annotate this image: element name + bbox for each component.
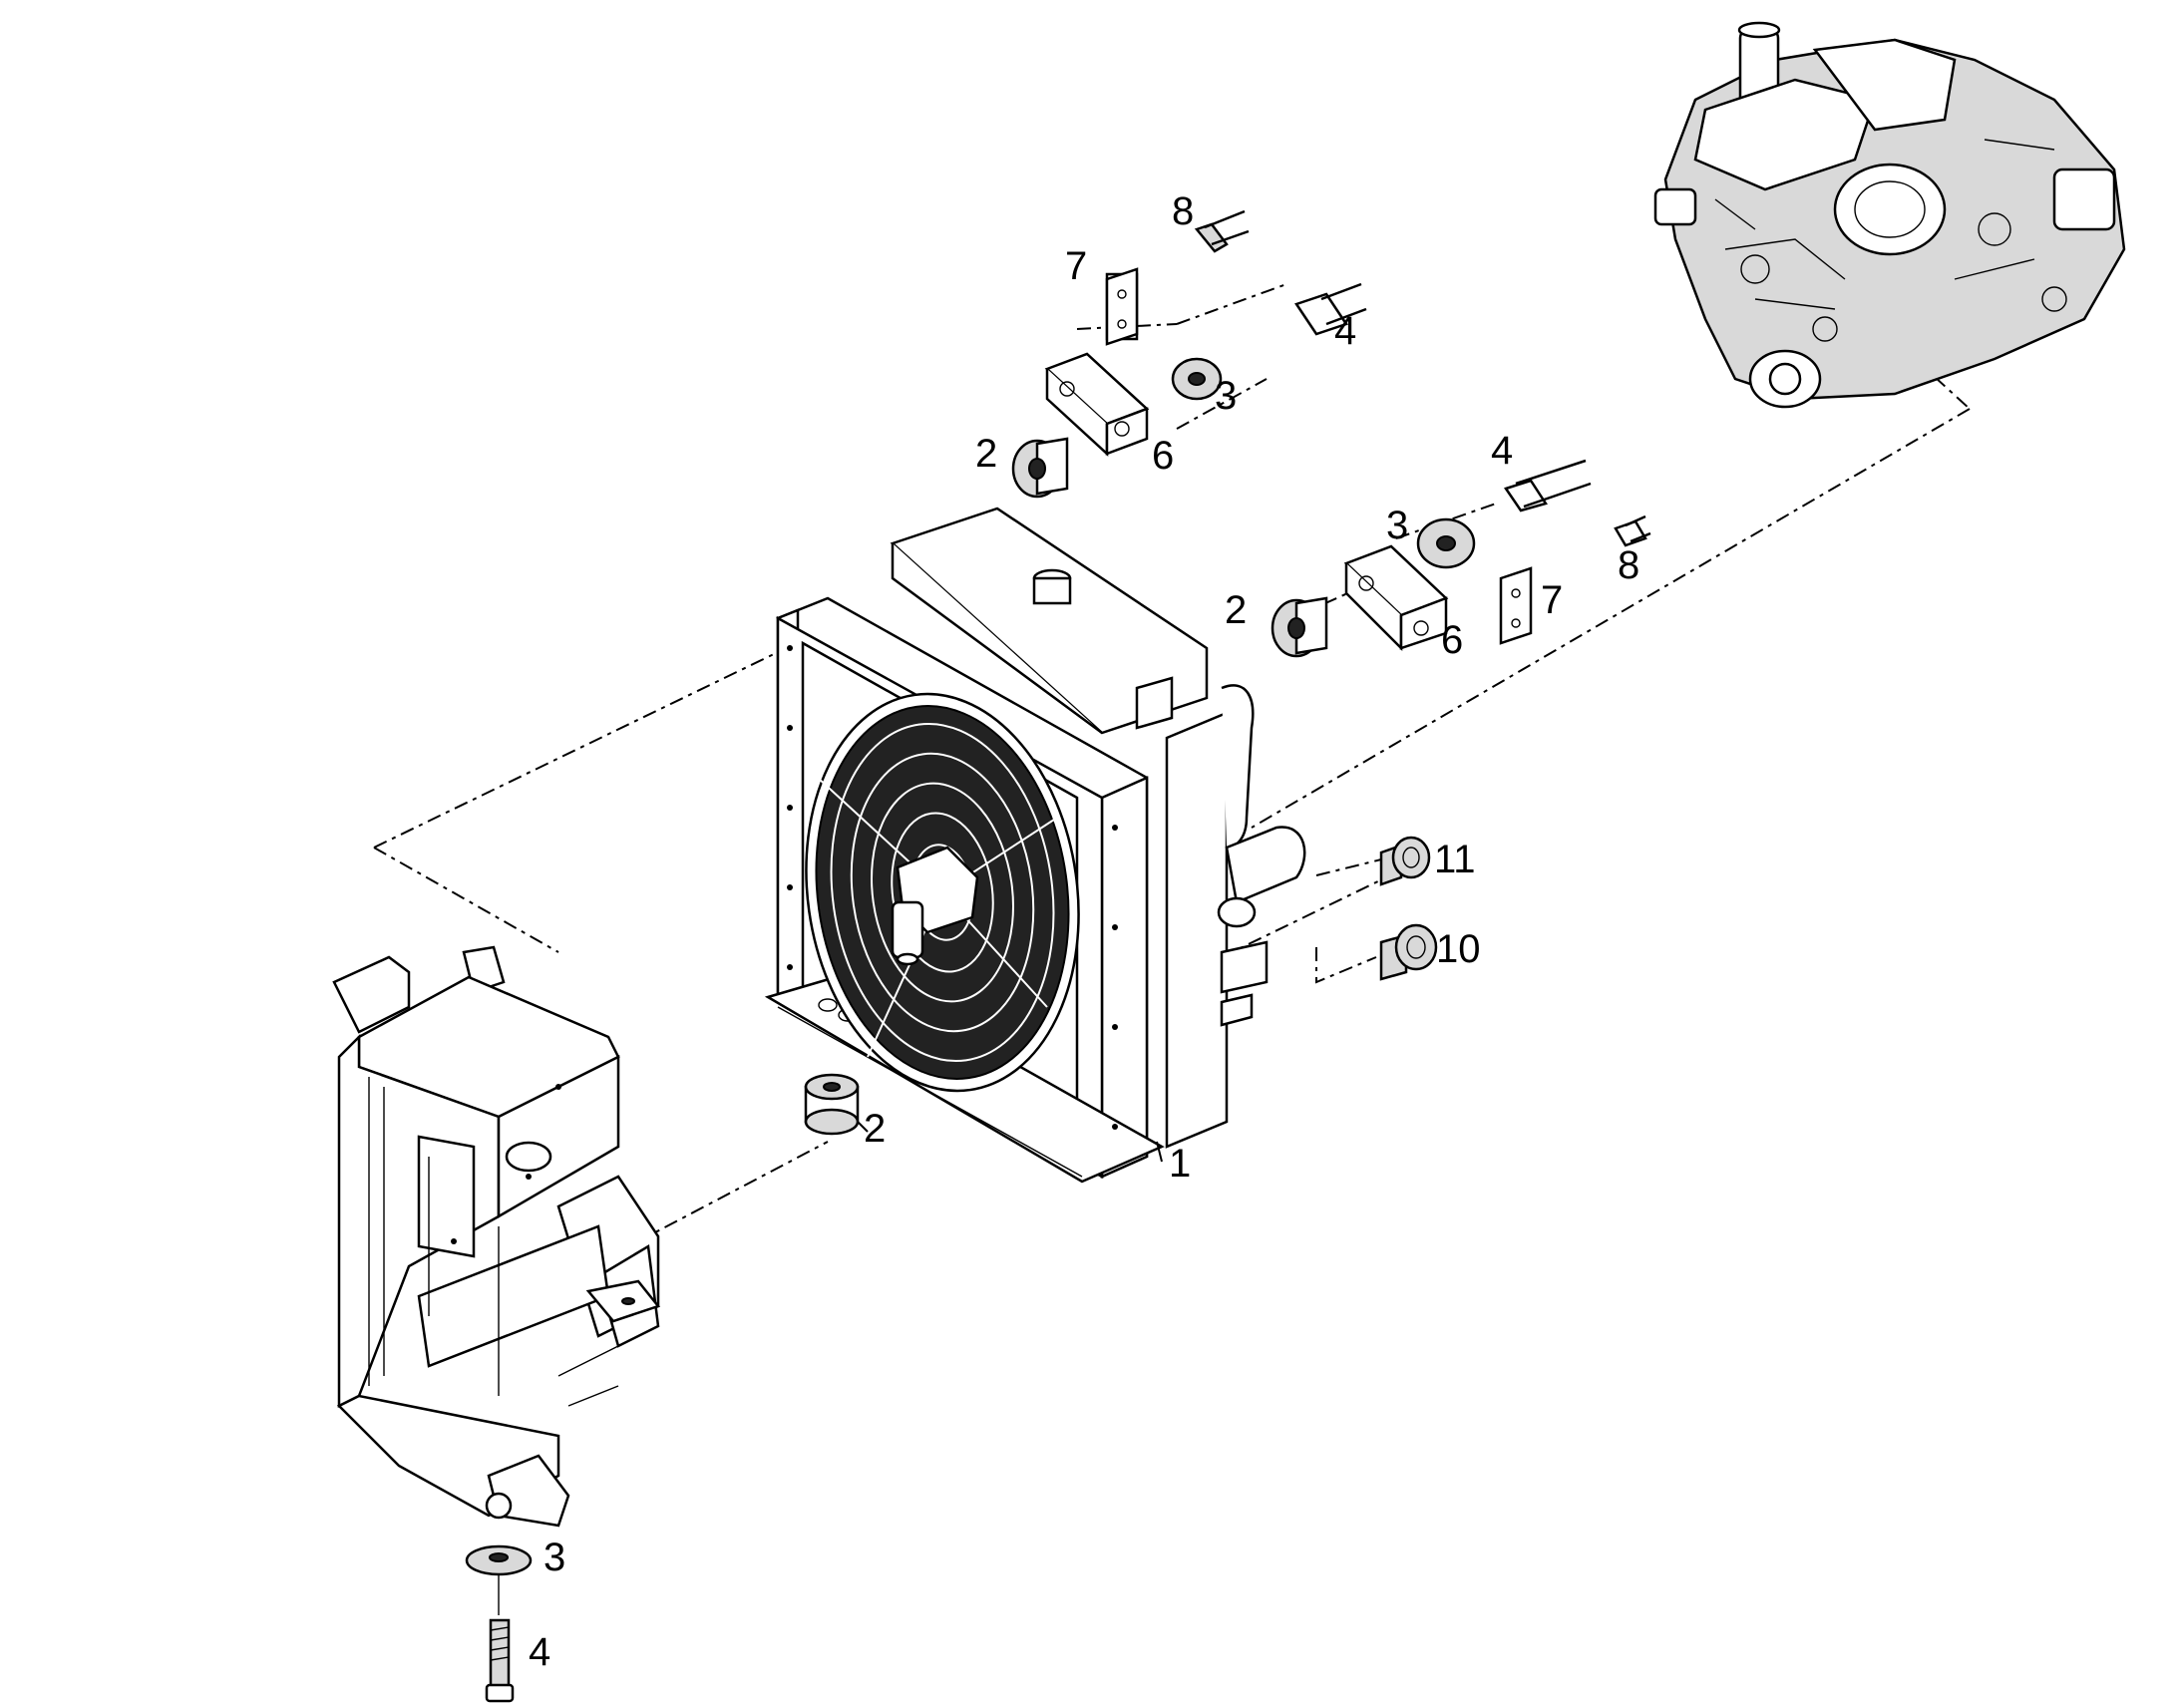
engine-assembly — [1653, 21, 2126, 409]
callout-fitting-10: 10 — [1436, 927, 1481, 971]
callout-right-8: 8 — [1618, 543, 1639, 587]
frame-rivets — [787, 645, 1118, 1130]
callout-top-3: 3 — [1215, 374, 1237, 418]
fan-guard-rings — [817, 722, 1058, 1063]
frame-washer-bolt — [465, 1544, 533, 1703]
callout-radiator-1: 1 — [1169, 1142, 1191, 1186]
callout-right-2: 2 — [1225, 588, 1247, 632]
callout-top-2: 2 — [975, 432, 997, 476]
callout-right-3: 3 — [1386, 504, 1408, 547]
callout-bottom-2: 2 — [864, 1107, 886, 1151]
callouts: 8 7 4 3 6 2 4 3 8 7 2 6 11 10 1 2 3 4 — [529, 189, 1639, 1674]
right-mount-parts — [1271, 459, 1651, 658]
callout-fitting-11: 11 — [1434, 838, 1476, 881]
fittings — [1379, 836, 1438, 981]
radiator-assembly — [764, 507, 1306, 1184]
top-mount-parts — [1011, 209, 1367, 499]
callout-frame-3: 3 — [544, 1536, 565, 1579]
callout-top-4: 4 — [1334, 309, 1356, 353]
callout-right-4: 4 — [1491, 429, 1513, 473]
support-frame — [332, 945, 661, 1528]
callout-frame-4: 4 — [529, 1630, 550, 1674]
callout-top-6: 6 — [1152, 434, 1174, 478]
callout-top-7: 7 — [1065, 244, 1087, 288]
leader-lines — [857, 1121, 1163, 1163]
callout-right-7: 7 — [1541, 578, 1563, 622]
bottom-grommet — [804, 1073, 860, 1136]
callout-top-8: 8 — [1172, 189, 1194, 233]
callout-right-6: 6 — [1441, 618, 1463, 662]
